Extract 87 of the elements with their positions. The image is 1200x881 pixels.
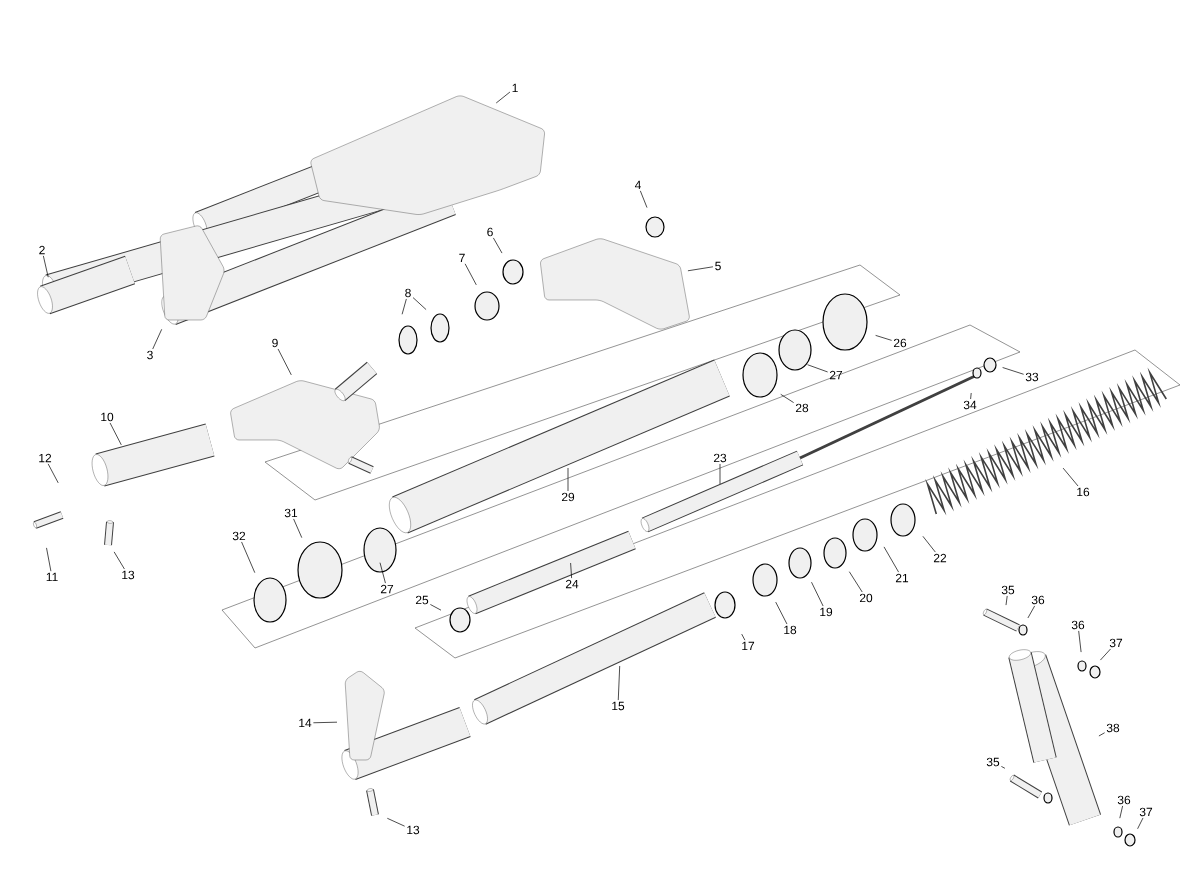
leader-line [807, 364, 828, 373]
leader-line [970, 392, 972, 400]
callout-number: 8 [405, 288, 411, 298]
leader-line [46, 547, 52, 572]
leader-line [1001, 766, 1006, 769]
callout-number: 23 [713, 453, 727, 463]
leader-line [386, 817, 405, 827]
leader-line [875, 335, 892, 341]
callout-number: 10 [101, 412, 114, 422]
leader-line [43, 255, 49, 278]
callout-number: 3 [147, 350, 153, 360]
callout-number: 17 [742, 641, 755, 651]
callout-number: 1 [512, 83, 518, 93]
leader-line [811, 581, 824, 607]
leader-line [412, 297, 427, 310]
leader-line [1119, 805, 1123, 819]
callout-number: 37 [1139, 807, 1153, 817]
leader-line [567, 467, 569, 492]
leader-line [241, 541, 256, 574]
leader-line [152, 328, 163, 350]
callout-number: 28 [795, 403, 809, 413]
leader-line [1027, 605, 1035, 619]
leader-line [775, 601, 788, 625]
callout-number: 35 [986, 757, 1000, 767]
callout-number: 2 [39, 245, 45, 255]
callout-number: 14 [299, 718, 312, 728]
callout-number: 13 [407, 825, 420, 835]
leader-line [495, 91, 511, 104]
leader-line [883, 546, 899, 573]
callout-number: 12 [39, 453, 52, 463]
leader-line [293, 518, 303, 539]
leader-line [848, 571, 863, 593]
callout-number: 35 [1001, 585, 1015, 595]
callout-number: 18 [784, 625, 797, 635]
callout-number: 9 [272, 338, 278, 348]
callout-number: 26 [893, 338, 907, 348]
leader-line [1062, 467, 1079, 487]
leader-line [277, 348, 292, 376]
callout-number: 5 [715, 261, 721, 271]
callout-number: 22 [933, 553, 947, 563]
callout-number: 36 [1031, 595, 1045, 605]
callout-number: 15 [612, 701, 625, 711]
leader-line [113, 551, 125, 570]
callout-number: 37 [1109, 638, 1123, 648]
leader-line [379, 562, 386, 584]
leader-line [1098, 732, 1105, 737]
callout-number: 25 [415, 595, 429, 605]
callout-number: 24 [565, 579, 579, 589]
leader-line [922, 535, 936, 553]
callout-number: 31 [284, 508, 298, 518]
callout-number: 36 [1071, 620, 1085, 630]
callout-number: 34 [963, 400, 977, 410]
callout-number: 20 [859, 593, 873, 603]
callout-number: 21 [895, 573, 909, 583]
leader-line [401, 298, 407, 315]
callout-number: 4 [634, 180, 641, 190]
callout-number: 6 [487, 227, 493, 237]
callout-number: 16 [1077, 487, 1090, 497]
callout-number: 7 [459, 253, 465, 263]
leader-line [1100, 648, 1111, 661]
leader-line [47, 463, 59, 484]
callout-number: 29 [561, 492, 575, 502]
callout-number: 32 [232, 531, 246, 541]
leader-line [1137, 817, 1144, 830]
leader-line [719, 463, 721, 485]
callout-number: 27 [380, 584, 394, 594]
callout-number: 13 [122, 570, 135, 580]
callout-number: 27 [829, 370, 843, 380]
callout-number: 38 [1106, 723, 1120, 733]
leader-line [1005, 595, 1008, 606]
leader-line [109, 422, 122, 446]
leader-line [640, 190, 648, 208]
leader-line [464, 263, 477, 286]
leader-line [780, 393, 794, 403]
leader-line [1002, 367, 1024, 375]
leader-line [687, 266, 714, 272]
leader-line [493, 237, 503, 254]
leader-line [741, 633, 746, 641]
leader-line [430, 604, 442, 611]
callout-number: 11 [46, 572, 58, 582]
callout-number: 33 [1025, 372, 1039, 382]
callout-number: 36 [1117, 795, 1131, 805]
leader-line [617, 665, 621, 701]
callout-number: 19 [820, 607, 833, 617]
leader-line [313, 721, 338, 724]
leader-line [1078, 630, 1082, 653]
leader-line [570, 562, 572, 579]
